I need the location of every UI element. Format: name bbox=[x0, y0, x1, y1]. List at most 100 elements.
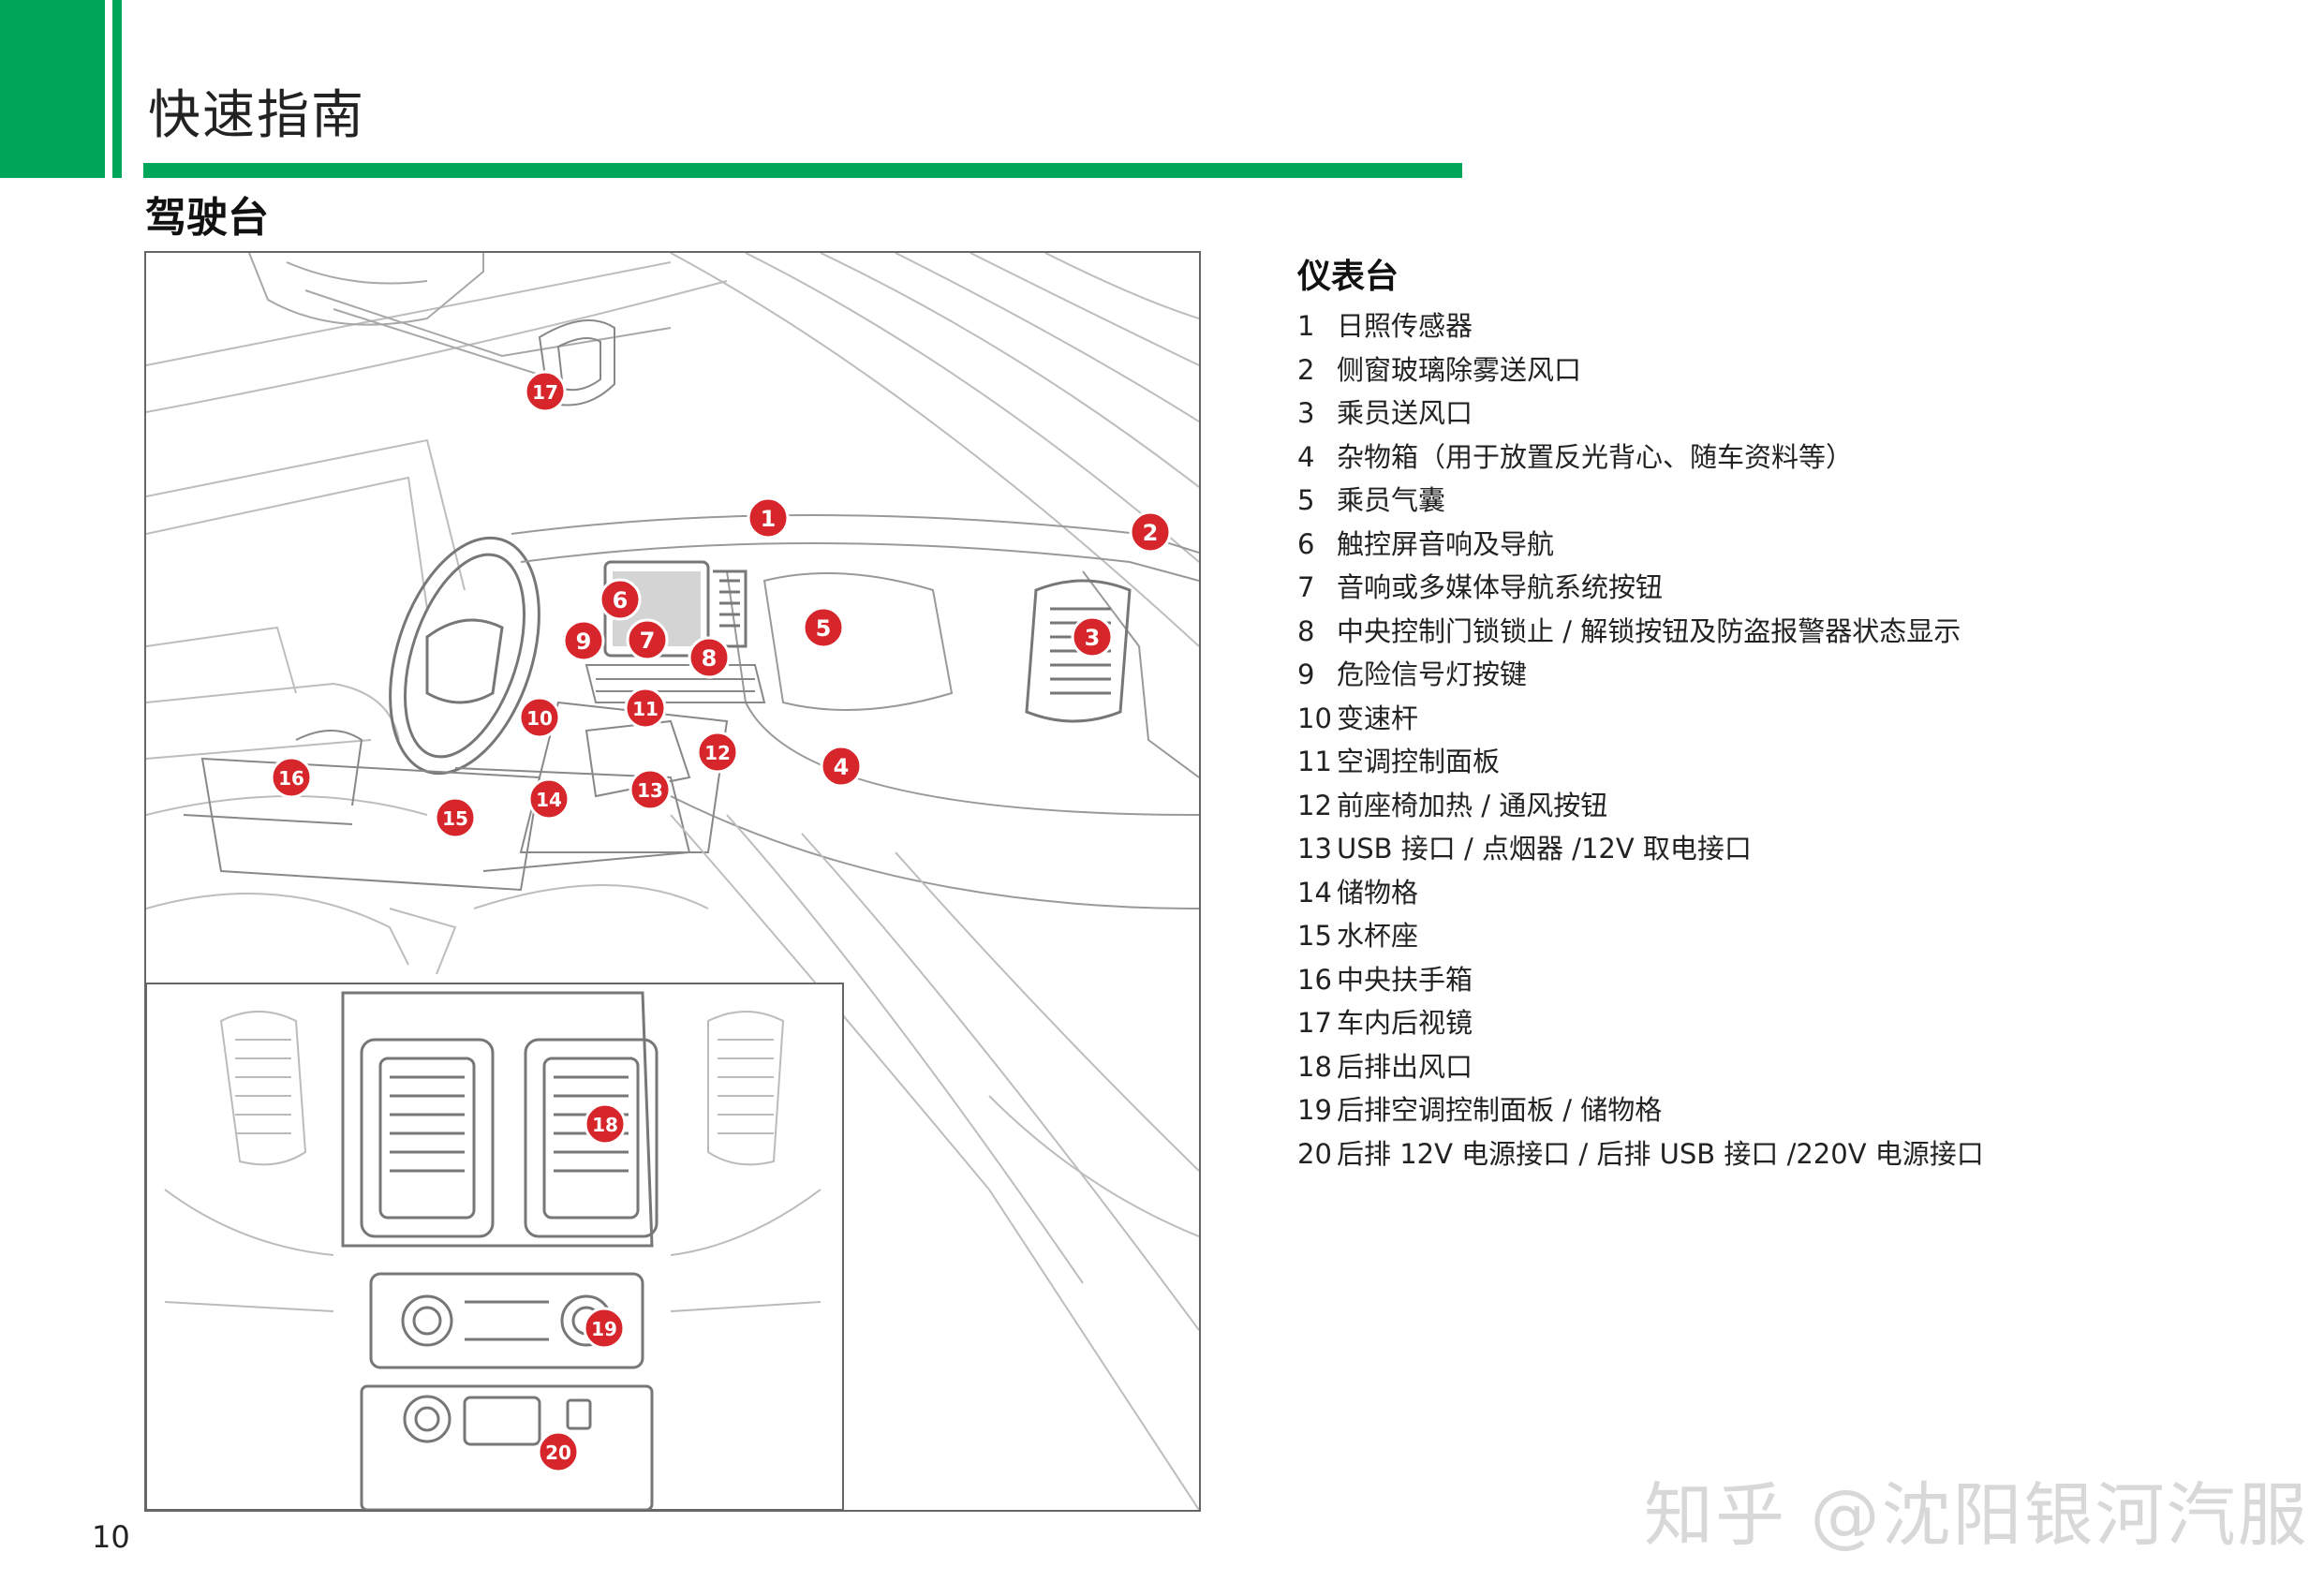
legend-item-number: 11 bbox=[1297, 746, 1332, 777]
legend-item-text: 杂物箱（用于放置反光背心、随车资料等） bbox=[1337, 440, 1854, 473]
legend-item-text: 触控屏音响及导航 bbox=[1337, 527, 1555, 560]
callout-20: 20 bbox=[537, 1430, 580, 1473]
dashboard-illustration: 1 2 3 4 5 6 7 8 9 10 11 12 13 14 15 16 1… bbox=[144, 251, 1201, 1512]
callout-13: 13 bbox=[629, 768, 672, 811]
callout-8: 8 bbox=[688, 636, 731, 679]
callout-6-label: 6 bbox=[613, 587, 629, 614]
legend-item-number: 1 bbox=[1297, 310, 1315, 342]
callout-16-label: 16 bbox=[278, 767, 304, 790]
callout-18-label: 18 bbox=[592, 1114, 618, 1136]
watermark: 知乎 @沈阳银河汽服 bbox=[1644, 1475, 2309, 1556]
callout-6: 6 bbox=[599, 578, 642, 621]
legend-item-number: 3 bbox=[1297, 397, 1315, 429]
windshield-lines bbox=[146, 253, 1199, 647]
callout-4: 4 bbox=[820, 745, 863, 788]
legend-item-number: 15 bbox=[1297, 920, 1332, 952]
legend-item-text: 音响或多媒体导航系统按钮 bbox=[1337, 571, 1664, 603]
legend-item-number: 14 bbox=[1297, 876, 1332, 909]
legend-item-text: 侧窗玻璃除雾送风口 bbox=[1337, 353, 1582, 386]
callout-5: 5 bbox=[802, 606, 845, 649]
legend-item-number: 10 bbox=[1297, 702, 1332, 734]
brand-color-block bbox=[0, 0, 105, 178]
legend-item-number: 12 bbox=[1297, 789, 1332, 821]
callout-badges: 1 2 3 4 5 6 7 8 9 10 11 12 13 14 15 16 1… bbox=[270, 370, 1172, 1473]
callout-19-label: 19 bbox=[591, 1318, 617, 1340]
legend-item-text: 后排 12V 电源接口 / 后排 USB 接口 /220V 电源接口 bbox=[1337, 1137, 1984, 1170]
legend-item-text: 车内后视镜 bbox=[1337, 1007, 1473, 1039]
callout-13-label: 13 bbox=[637, 779, 663, 802]
callout-12-label: 12 bbox=[704, 742, 731, 764]
callout-7: 7 bbox=[626, 618, 669, 661]
legend-item-number: 18 bbox=[1297, 1050, 1332, 1083]
legend-item-text: 乘员气囊 bbox=[1337, 484, 1446, 516]
callout-17-label: 17 bbox=[532, 381, 558, 404]
callout-9-label: 9 bbox=[576, 628, 592, 655]
callout-17: 17 bbox=[524, 370, 567, 413]
legend-item-text: USB 接口 / 点烟器 /12V 取电接口 bbox=[1337, 833, 1752, 865]
legend-item-number: 19 bbox=[1297, 1094, 1332, 1126]
legend-item-number: 5 bbox=[1297, 484, 1315, 516]
callout-18: 18 bbox=[584, 1102, 627, 1146]
legend-item-text: 空调控制面板 bbox=[1337, 746, 1501, 777]
left-door-lines bbox=[146, 438, 466, 966]
legend-item-number: 7 bbox=[1297, 571, 1315, 603]
legend-item-text: 前座椅加热 / 通风按钮 bbox=[1337, 789, 1608, 821]
legend-item-number: 13 bbox=[1297, 833, 1332, 865]
legend-item: 6 触控屏音响及导航 bbox=[1297, 523, 1984, 567]
legend-item-number: 16 bbox=[1297, 963, 1332, 996]
legend-item-text: 变速杆 bbox=[1337, 702, 1419, 734]
legend-title: 仪表台 bbox=[1297, 258, 1399, 296]
callout-10: 10 bbox=[518, 696, 561, 739]
callout-12: 12 bbox=[696, 731, 739, 774]
callout-1-label: 1 bbox=[761, 506, 777, 532]
callout-9: 9 bbox=[562, 619, 605, 662]
page-title: 快速指南 bbox=[148, 85, 365, 146]
callout-4-label: 4 bbox=[834, 754, 850, 780]
legend-item-number: 2 bbox=[1297, 353, 1315, 386]
legend-item-text: 危险信号灯按键 bbox=[1337, 658, 1528, 690]
callout-15: 15 bbox=[434, 796, 477, 839]
legend-item-number: 17 bbox=[1297, 1007, 1332, 1039]
legend-item-number: 20 bbox=[1297, 1137, 1332, 1170]
legend-item: 4 杂物箱（用于放置反光背心、随车资料等） bbox=[1297, 436, 1984, 480]
legend-item-number: 6 bbox=[1297, 527, 1315, 560]
rear-console-inset bbox=[146, 983, 844, 1510]
section-title: 驾驶台 bbox=[145, 194, 269, 242]
legend-item-text: 中央扶手箱 bbox=[1337, 963, 1473, 996]
callout-19: 19 bbox=[583, 1307, 626, 1350]
legend-item-text: 后排出风口 bbox=[1337, 1050, 1473, 1083]
brand-color-stripe bbox=[112, 0, 122, 178]
callout-8-label: 8 bbox=[702, 645, 718, 672]
callout-14-label: 14 bbox=[536, 789, 562, 811]
legend-item-number: 4 bbox=[1297, 440, 1315, 473]
rearview-mirror bbox=[538, 319, 615, 407]
legend-item-number: 8 bbox=[1297, 614, 1315, 647]
floor-lines bbox=[389, 814, 1199, 1510]
legend-item-number: 9 bbox=[1297, 658, 1315, 690]
page-number: 10 bbox=[92, 1519, 130, 1555]
callout-20-label: 20 bbox=[545, 1442, 571, 1464]
callout-11-label: 11 bbox=[632, 698, 659, 720]
callout-10-label: 10 bbox=[526, 707, 553, 730]
glovebox-panel bbox=[762, 572, 954, 711]
callout-3: 3 bbox=[1071, 615, 1114, 658]
callout-11: 11 bbox=[624, 687, 667, 730]
legend-item-text: 储物格 bbox=[1337, 876, 1419, 909]
center-console bbox=[183, 664, 766, 892]
legend-item-text: 后排空调控制面板 / 储物格 bbox=[1337, 1094, 1663, 1126]
callout-14: 14 bbox=[527, 777, 570, 821]
callout-5-label: 5 bbox=[816, 615, 832, 642]
